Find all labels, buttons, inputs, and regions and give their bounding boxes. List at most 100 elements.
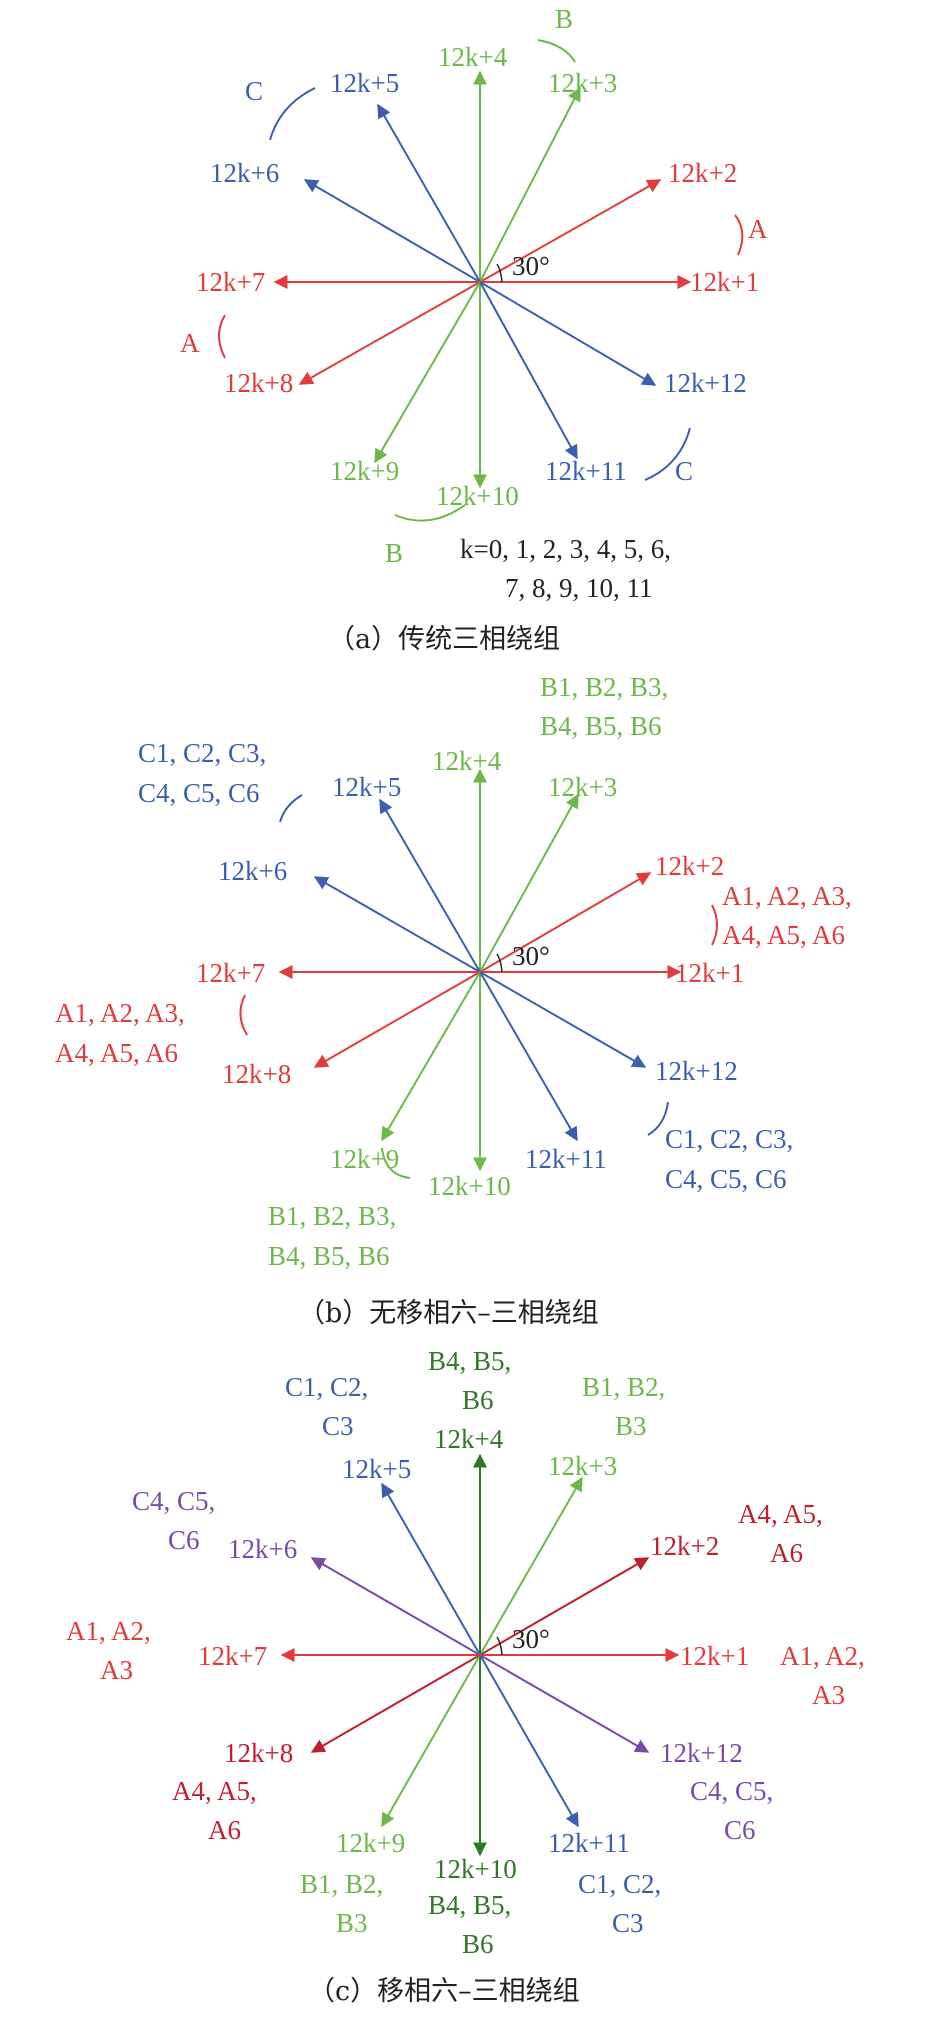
group-a456-right-l2: A6 bbox=[770, 1538, 803, 1568]
panel-b-labels: 12k+1 12k+2 12k+3 12k+4 12k+5 12k+6 12k+… bbox=[55, 672, 852, 1271]
angle-arc-c bbox=[496, 1636, 503, 1656]
angle-label-a: 30° bbox=[512, 251, 550, 281]
group-a456-right-l1: A4, A5, bbox=[738, 1499, 823, 1529]
label-a-2: 12k+2 bbox=[668, 158, 737, 188]
label-a-4: 12k+4 bbox=[438, 42, 508, 72]
vector-c-11 bbox=[479, 1654, 579, 1828]
label-c-2: 12k+2 bbox=[650, 1531, 719, 1561]
group-b456-bottom-l2: B6 bbox=[462, 1929, 494, 1959]
group-a123-right-l1: A1, A2, bbox=[780, 1641, 865, 1671]
vector-c-8 bbox=[310, 1654, 481, 1753]
k-values-line2: 7, 8, 9, 10, 11 bbox=[505, 573, 653, 603]
group-b456-top-l2: B6 bbox=[462, 1385, 494, 1415]
group-b456-bottom-l1: B4, B5, bbox=[428, 1890, 511, 1920]
group-b-top-line1: B1, B2, B3, bbox=[540, 672, 668, 702]
group-a-left-line2: A4, A5, A6 bbox=[55, 1038, 178, 1068]
label-a-5: 12k+5 bbox=[330, 68, 399, 98]
angle-label-c: 30° bbox=[512, 1624, 550, 1654]
label-a-9: 12k+9 bbox=[330, 456, 399, 486]
label-c-5: 12k+5 bbox=[342, 1454, 411, 1484]
group-b-top-line2: B4, B5, B6 bbox=[540, 711, 662, 741]
vector-c-6 bbox=[310, 1557, 481, 1656]
group-c123-bottom-l1: C1, C2, bbox=[578, 1869, 661, 1899]
vector-b-6 bbox=[313, 876, 481, 973]
vector-a-9 bbox=[374, 281, 481, 464]
panel-a-vectors bbox=[273, 70, 692, 489]
panel-c-vectors bbox=[280, 1453, 680, 1857]
group-c-bottom-line1: C1, C2, C3, bbox=[665, 1124, 793, 1154]
label-c-4: 12k+4 bbox=[434, 1424, 504, 1454]
panel-c: 30° 12k+1 12k+2 12k+3 12k+4 12k+5 12k+6 … bbox=[66, 1346, 865, 2007]
panel-b-vectors bbox=[278, 768, 682, 1172]
label-c-8: 12k+8 bbox=[224, 1738, 293, 1768]
vector-b-5 bbox=[379, 798, 481, 973]
angle-label-b: 30° bbox=[512, 941, 550, 971]
label-b-1: 12k+1 bbox=[675, 958, 744, 988]
group-a-right-line2: A4, A5, A6 bbox=[722, 920, 845, 950]
vector-c-12 bbox=[479, 1654, 650, 1753]
label-b-9: 12k+9 bbox=[330, 1144, 399, 1174]
vector-c-5 bbox=[381, 1482, 481, 1656]
vector-a-11 bbox=[479, 281, 578, 460]
phase-label-b-bottom: B bbox=[385, 538, 403, 568]
caption-a: （a）传统三相绕组 bbox=[328, 624, 560, 655]
group-c456-right-l2: C6 bbox=[724, 1815, 756, 1845]
vector-b-8 bbox=[313, 971, 481, 1068]
vector-a-8 bbox=[298, 281, 481, 385]
label-c-6: 12k+6 bbox=[228, 1534, 297, 1564]
group-a-left-line1: A1, A2, A3, bbox=[55, 998, 185, 1028]
caption-c: （c）移相六–三相绕组 bbox=[308, 1976, 580, 2007]
group-a456-left-l1: A4, A5, bbox=[172, 1776, 257, 1806]
group-c123-bottom-l2: C3 bbox=[612, 1908, 644, 1938]
angle-arc-b bbox=[496, 953, 503, 973]
label-c-1: 12k+1 bbox=[680, 1641, 749, 1671]
vector-a-3 bbox=[479, 86, 581, 283]
label-b-8: 12k+8 bbox=[222, 1059, 291, 1089]
vector-b-11 bbox=[479, 971, 578, 1142]
vector-c-9 bbox=[381, 1654, 481, 1828]
label-c-12: 12k+12 bbox=[660, 1738, 743, 1768]
panel-a-arcs bbox=[218, 39, 744, 522]
phase-label-a-left: A bbox=[180, 328, 200, 358]
phase-label-b-top: B bbox=[555, 4, 573, 34]
label-b-2: 12k+2 bbox=[655, 851, 724, 881]
panel-b-arcs bbox=[239, 794, 718, 1179]
group-c456-left-l1: C4, C5, bbox=[132, 1486, 215, 1516]
label-b-5: 12k+5 bbox=[332, 772, 401, 802]
group-b123-bottom-l2: B3 bbox=[336, 1908, 368, 1938]
vector-b-9 bbox=[381, 971, 481, 1142]
phase-label-c-top: C bbox=[245, 76, 263, 106]
label-a-12: 12k+12 bbox=[664, 368, 747, 398]
label-b-12: 12k+12 bbox=[655, 1056, 738, 1086]
vector-a-2 bbox=[479, 179, 662, 283]
panel-a: 30° 12k+1 12k+2 12k+3 12k+4 12k+5 12k+6 … bbox=[180, 4, 768, 655]
label-b-4: 12k+4 bbox=[432, 746, 502, 776]
vector-b-12 bbox=[479, 971, 647, 1068]
label-b-10: 12k+10 bbox=[428, 1171, 511, 1201]
group-c-bottom-line2: C4, C5, C6 bbox=[665, 1164, 787, 1194]
vector-b-2 bbox=[479, 872, 652, 973]
vector-c-2 bbox=[479, 1557, 650, 1656]
label-b-3: 12k+3 bbox=[548, 772, 617, 802]
label-a-6: 12k+6 bbox=[210, 158, 279, 188]
group-b-bottom-line1: B1, B2, B3, bbox=[268, 1201, 396, 1231]
phase-label-a-right: A bbox=[748, 214, 768, 244]
label-b-6: 12k+6 bbox=[218, 856, 287, 886]
group-b123-bottom-l1: B1, B2, bbox=[300, 1869, 383, 1899]
label-a-10: 12k+10 bbox=[436, 481, 519, 511]
group-c-top-line1: C1, C2, C3, bbox=[138, 738, 266, 768]
group-c456-right-l1: C4, C5, bbox=[690, 1776, 773, 1806]
group-c-top-line2: C4, C5, C6 bbox=[138, 778, 260, 808]
group-b123-top-l2: B3 bbox=[615, 1411, 647, 1441]
panel-c-labels: 12k+1 12k+2 12k+3 12k+4 12k+5 12k+6 12k+… bbox=[66, 1346, 865, 1959]
group-c123-top-l1: C1, C2, bbox=[285, 1372, 368, 1402]
label-a-1: 12k+1 bbox=[690, 267, 759, 297]
label-b-11: 12k+11 bbox=[525, 1144, 607, 1174]
label-c-9: 12k+9 bbox=[336, 1828, 405, 1858]
label-a-7: 12k+7 bbox=[196, 267, 265, 297]
vector-c-3 bbox=[479, 1476, 583, 1656]
group-a456-left-l2: A6 bbox=[208, 1815, 241, 1845]
vector-a-12 bbox=[479, 281, 657, 386]
panel-a-labels: 12k+1 12k+2 12k+3 12k+4 12k+5 12k+6 12k+… bbox=[180, 4, 768, 603]
